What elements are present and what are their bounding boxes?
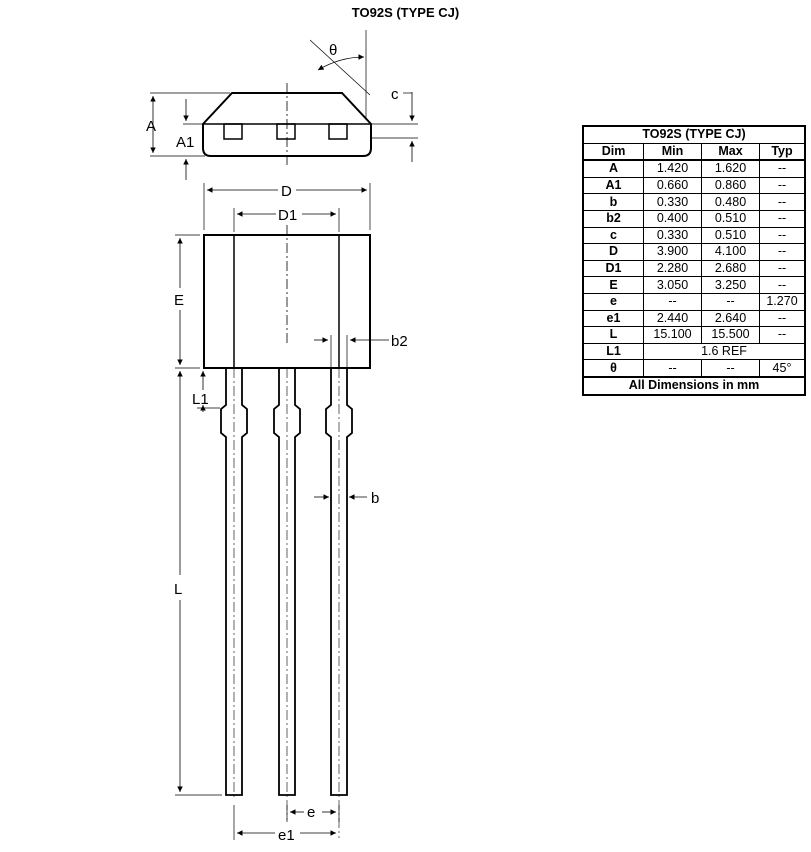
cell-min: 0.660 xyxy=(643,176,702,195)
col-header-max: Max xyxy=(701,142,760,162)
cell-typ: -- xyxy=(759,209,806,228)
label-E: E xyxy=(174,292,184,309)
label-D1: D1 xyxy=(278,207,297,224)
cell-min: 3.900 xyxy=(643,243,702,261)
col-header-min: Min xyxy=(643,142,702,162)
label-theta: θ xyxy=(329,42,337,59)
cell-dim: D1 xyxy=(582,259,644,278)
lead-section-1 xyxy=(223,123,243,140)
cell-dim: A xyxy=(582,159,644,178)
cell-max: 4.100 xyxy=(701,243,760,261)
cell-dim: L xyxy=(582,326,644,344)
label-c: c xyxy=(391,86,399,103)
cell-typ: 1.270 xyxy=(759,292,806,311)
cell-max: 2.640 xyxy=(701,309,760,328)
lead-section-2 xyxy=(276,123,296,140)
cell-min: -- xyxy=(643,359,702,378)
cell-typ: -- xyxy=(759,193,806,211)
cell-dim: e xyxy=(582,292,644,311)
cell-dim: D xyxy=(582,243,644,261)
cell-min: 0.400 xyxy=(643,209,702,228)
label-b2: b2 xyxy=(391,333,408,350)
col-header-typ: Typ xyxy=(759,142,806,162)
cell-dim: L1 xyxy=(582,342,644,361)
cell-dim: θ xyxy=(582,359,644,378)
cell-min: 2.440 xyxy=(643,309,702,328)
cell-dim: b xyxy=(582,193,644,211)
cell-typ: -- xyxy=(759,309,806,328)
cell-dim: E xyxy=(582,276,644,294)
cell-dim: c xyxy=(582,226,644,245)
cell-typ: -- xyxy=(759,243,806,261)
label-e: e xyxy=(307,804,315,821)
table-title: TO92S (TYPE CJ) xyxy=(582,125,806,144)
cell-max: 0.510 xyxy=(701,226,760,245)
table-footer: All Dimensions in mm xyxy=(582,375,806,395)
cell-typ: -- xyxy=(759,259,806,278)
end-view-body xyxy=(202,92,372,157)
cell-max: 0.480 xyxy=(701,193,760,211)
cell-min: 15.100 xyxy=(643,326,702,344)
cell-typ: -- xyxy=(759,159,806,178)
end-view xyxy=(150,30,418,180)
cell-min: 1.420 xyxy=(643,159,702,178)
cell-typ: -- xyxy=(759,326,806,344)
label-D: D xyxy=(281,183,292,200)
package-outline-drawing: A A1 c θ xyxy=(146,30,418,844)
front-view xyxy=(175,183,389,840)
table-row: θ----45° xyxy=(582,359,806,378)
table-header-row: Dim Min Max Typ xyxy=(582,142,806,162)
cell-max: -- xyxy=(701,292,760,311)
cell-max: 15.500 xyxy=(701,326,760,344)
cell-min: -- xyxy=(643,292,702,311)
lead-section-3 xyxy=(328,123,348,140)
col-header-dim: Dim xyxy=(582,142,644,162)
cell-dim: b2 xyxy=(582,209,644,228)
cell-dim: e1 xyxy=(582,309,644,328)
label-e1: e1 xyxy=(278,827,295,844)
table-title-row: TO92S (TYPE CJ) xyxy=(582,125,806,144)
table-footer-row: All Dimensions in mm xyxy=(582,375,806,395)
cell-typ: -- xyxy=(759,226,806,245)
label-L: L xyxy=(174,581,182,598)
theta-arc xyxy=(317,54,365,71)
cell-max: 0.510 xyxy=(701,209,760,228)
cell-typ: -- xyxy=(759,176,806,195)
label-b: b xyxy=(371,490,379,507)
cell-max: 3.250 xyxy=(701,276,760,294)
label-A1: A1 xyxy=(176,134,194,151)
cell-max: 0.860 xyxy=(701,176,760,195)
cell-typ: 45° xyxy=(759,359,806,378)
cell-typ: -- xyxy=(759,276,806,294)
table-row: e----1.270 xyxy=(582,292,806,311)
cell-max: -- xyxy=(701,359,760,378)
cell-max: 1.620 xyxy=(701,159,760,178)
page-title: TO92S (TYPE CJ) xyxy=(351,5,460,20)
cell-ref: 1.6 REF xyxy=(643,342,806,361)
cell-dim: A1 xyxy=(582,176,644,195)
cell-min: 2.280 xyxy=(643,259,702,278)
label-L1: L1 xyxy=(192,391,209,408)
cell-max: 2.680 xyxy=(701,259,760,278)
label-A: A xyxy=(146,118,156,135)
cell-min: 0.330 xyxy=(643,193,702,211)
cell-min: 3.050 xyxy=(643,276,702,294)
cell-min: 0.330 xyxy=(643,226,702,245)
